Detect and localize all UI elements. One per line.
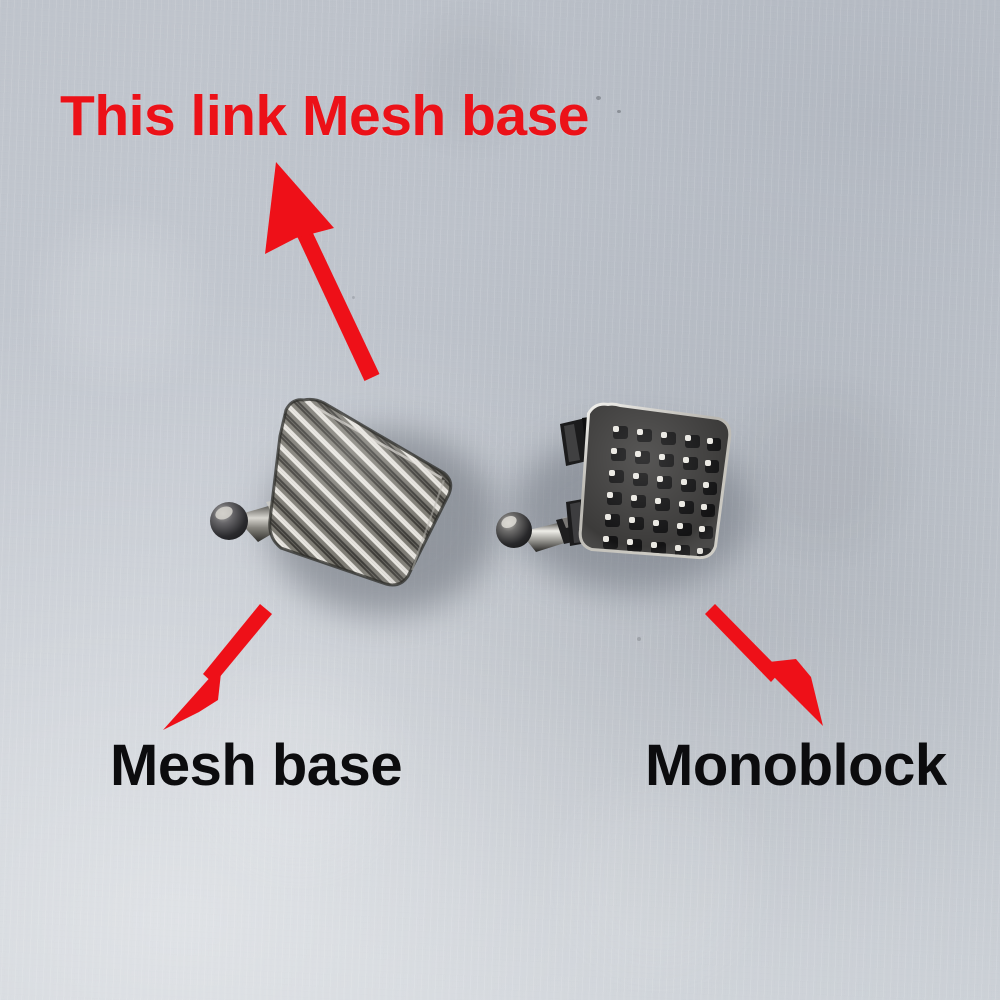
background-speck [617,110,621,113]
monoblock-pad [578,402,732,560]
monoblock-bracket [496,402,732,560]
background-speck [596,96,601,100]
mesh-bracket-pad [268,397,453,587]
mesh-base-label: Mesh base [110,733,403,798]
headline-annotation: This link Mesh base [60,84,590,148]
monoblock-label: Monoblock [645,733,947,798]
background-speck [637,637,641,641]
background-speck [352,296,355,299]
mesh-base-bracket [210,397,453,587]
monoblock-dimple-grid [581,405,729,557]
